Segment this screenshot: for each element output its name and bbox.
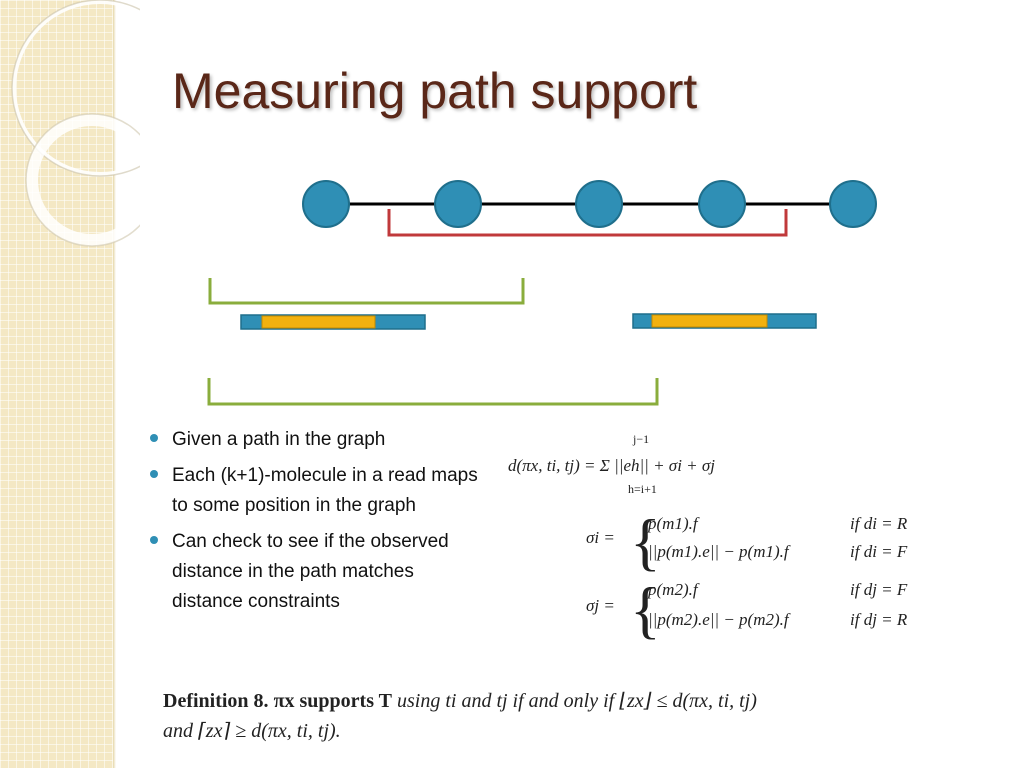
sigma-j-label: σj = — [586, 596, 615, 615]
green-bracket-lower — [207, 378, 659, 406]
bullet-dot-icon — [150, 470, 158, 478]
definition-label: Definition 8. — [163, 690, 269, 712]
sigma-j-cond1: if dj = F — [850, 580, 908, 599]
graph-node-1 — [302, 180, 350, 228]
bullet-item: Given a path in the graph — [148, 425, 488, 455]
red-bracket — [387, 209, 788, 237]
read-right-molecule — [651, 314, 768, 328]
bullet-item: Can check to see if the observed distanc… — [148, 527, 488, 617]
bullet-text: Can check to see if the observed distanc… — [172, 531, 449, 612]
deco-circle-ring-outline — [25, 113, 140, 247]
graph-node-4 — [698, 180, 746, 228]
sigma-j-case2: ||p(m2).e|| − p(m2).f — [648, 610, 789, 629]
bullet-dot-icon — [150, 536, 158, 544]
formula-block: j−1 d(πx, ti, tj) = Σ ||eh|| + σi + σj h… — [508, 430, 948, 645]
slide-title: Measuring path support — [172, 63, 698, 119]
sigma-j-cond2: if dj = R — [850, 610, 908, 629]
bullet-dot-icon — [150, 434, 158, 442]
bullet-text: Each (k+1)-molecule in a read maps to so… — [172, 465, 478, 516]
bullet-text: Given a path in the graph — [172, 429, 386, 450]
sigma-j-case1: p(m2).f — [648, 580, 698, 599]
graph-node-2 — [434, 180, 482, 228]
decorative-circles — [11, 0, 140, 247]
definition-text-1: using ti and tj if and only if ⌊zx⌋ ≤ d(… — [396, 690, 757, 712]
definition-block: Definition 8. πx supports T using ti and… — [163, 686, 1013, 746]
definition-subject: πx supports T — [273, 690, 392, 712]
sigma-j-brace-icon: { — [630, 574, 661, 645]
bullet-list: Given a path in the graph Each (k+1)-mol… — [148, 425, 488, 623]
deco-circle-ring — [26, 114, 140, 246]
read-left-molecule — [261, 315, 376, 329]
sigma-i-cond1: if di = R — [850, 514, 908, 533]
sigma-i-case2: ||p(m1).e|| − p(m1).f — [648, 542, 789, 561]
sigma-i-cond2: if di = F — [850, 542, 908, 561]
sum-lower-limit: h=i+1 — [628, 482, 657, 496]
definition-text-2: and ⌈zx⌉ ≥ d(πx, ti, tj). — [163, 720, 341, 742]
distance-formula: d(πx, ti, tj) = Σ ||eh|| + σi + σj — [508, 456, 715, 475]
sigma-i-label: σi = — [586, 528, 615, 547]
graph-node-3 — [575, 180, 623, 228]
path-diagram — [207, 180, 877, 406]
sigma-i-case1: p(m1).f — [648, 514, 698, 533]
sum-upper-limit: j−1 — [633, 432, 650, 446]
bullet-item: Each (k+1)-molecule in a read maps to so… — [148, 461, 488, 521]
deco-circle-large-shadow — [11, 0, 140, 177]
green-bracket-upper — [208, 278, 525, 305]
deco-circle-large — [12, 0, 140, 176]
sigma-i-brace-icon: { — [630, 506, 661, 577]
sidebar-edge — [113, 0, 116, 768]
definition-line-2: and ⌈zx⌉ ≥ d(πx, ti, tj). — [163, 716, 1013, 746]
definition-line-1: Definition 8. πx supports T using ti and… — [163, 686, 1013, 716]
graph-node-5 — [829, 180, 877, 228]
